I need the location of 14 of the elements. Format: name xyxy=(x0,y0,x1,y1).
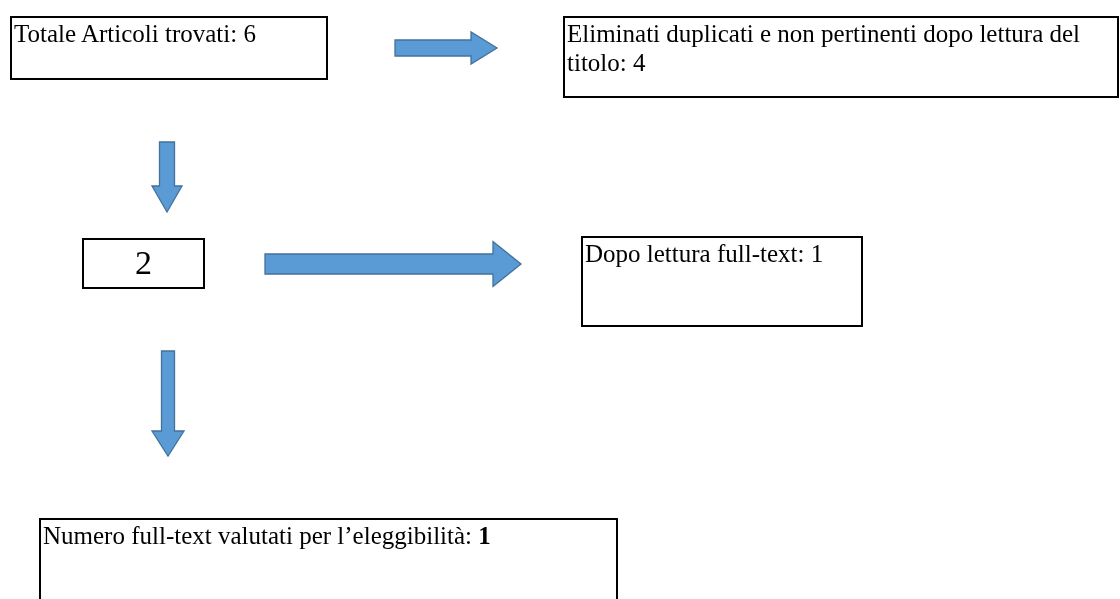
process-box xyxy=(10,16,328,80)
box-text: 2 xyxy=(134,243,153,283)
process-box xyxy=(581,236,863,327)
block-arrow xyxy=(264,240,523,288)
box-text: Numero full-text valutati per l’eleggibilità: 1 xyxy=(43,521,492,550)
process-box xyxy=(563,16,1119,98)
block-arrow xyxy=(150,350,186,458)
process-box xyxy=(82,238,205,289)
block-arrow xyxy=(394,30,499,66)
box-text: Eliminati duplicati e non pertinenti dopo lettura del titolo: 4 xyxy=(567,19,1082,77)
box-text: Dopo lettura full-text: 1 xyxy=(585,239,825,268)
box-text: Totale Articoli trovati: 6 xyxy=(14,19,257,48)
block-arrow xyxy=(150,141,184,214)
process-box xyxy=(39,518,618,599)
